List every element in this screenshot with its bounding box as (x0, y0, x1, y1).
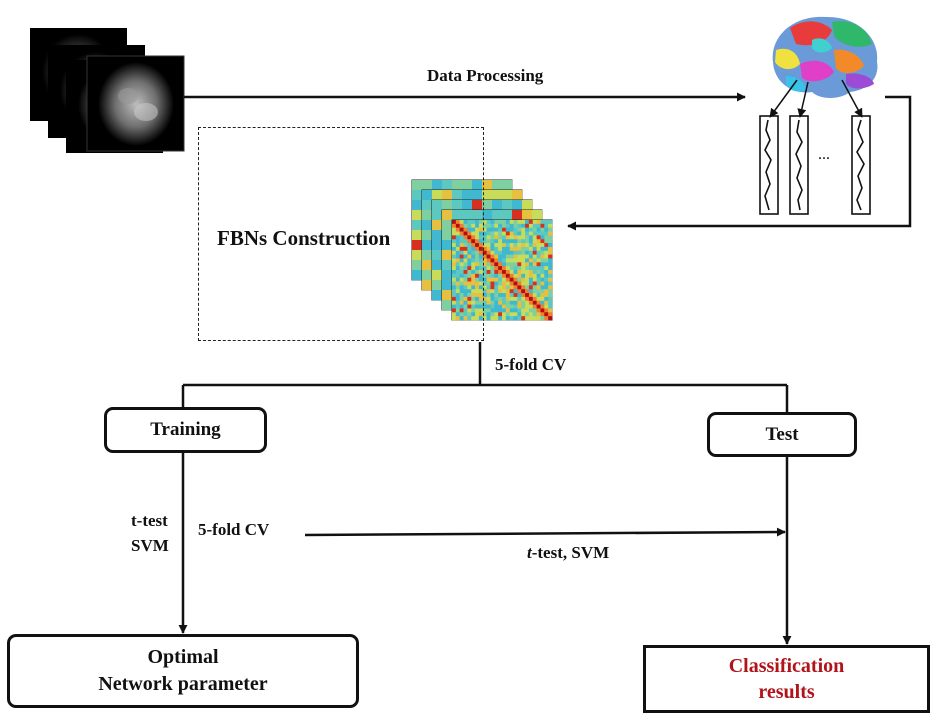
test-box: Test (707, 412, 857, 457)
optimal-parameter-box: Optimal Network parameter (7, 634, 359, 708)
ttest-svm-label: t-test, SVM (527, 543, 609, 563)
classification-line1: Classification (728, 655, 845, 677)
ttest-svm-rest: -test, SVM (531, 543, 610, 562)
time-series-icon (759, 115, 871, 215)
training-box: Training (104, 407, 267, 453)
test-label: Test (765, 423, 799, 445)
cv-main-label: 5-fold CV (495, 355, 567, 374)
ttest-label: t-test (131, 511, 168, 530)
classification-results-box: Classification results (643, 645, 930, 713)
tree-connectors (181, 342, 789, 412)
training-label: Training (150, 419, 221, 440)
svm-label: SVM (131, 536, 169, 555)
brain-parcellation-icon (772, 16, 878, 98)
fbn-construction-region (198, 127, 484, 341)
inner-cv-arrow (304, 527, 786, 537)
ttest-italic-t: t (527, 543, 532, 562)
optimal-line1: Optimal (147, 646, 219, 668)
ellipsis-label: ... (818, 146, 830, 163)
connectivity-matrix-stack-icon (411, 179, 553, 321)
data-processing-label: Data Processing (427, 66, 544, 85)
cv-inner-label: 5-fold CV (198, 520, 270, 539)
mri-slice-stack-icon (30, 28, 185, 153)
fbn-input-arrow (567, 95, 912, 231)
classification-line2: results (758, 681, 815, 703)
optimal-line2: Network parameter (98, 673, 268, 695)
fbns-construction-label: FBNs Construction (217, 226, 391, 250)
